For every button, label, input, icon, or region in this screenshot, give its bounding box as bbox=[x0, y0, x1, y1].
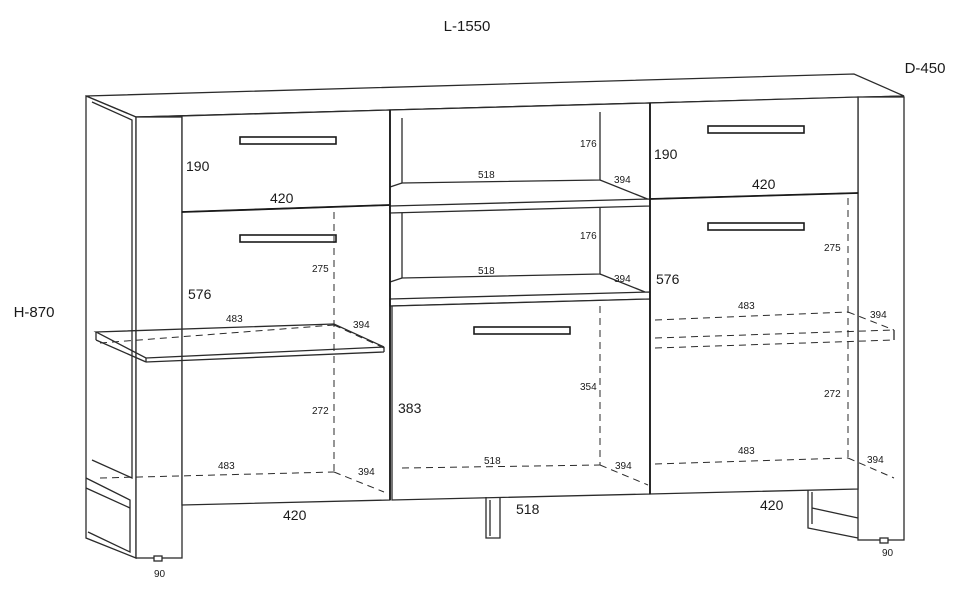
right-shelf-depth: 394 bbox=[870, 310, 887, 321]
left-shelf-depth: 394 bbox=[353, 320, 370, 331]
left-base-width: 420 bbox=[283, 507, 307, 523]
left-leg-size: 90 bbox=[154, 569, 166, 580]
center-door-height: 383 bbox=[398, 400, 422, 416]
left-upper-gap: 275 bbox=[312, 264, 329, 275]
left-module bbox=[93, 109, 391, 506]
left-side-panel bbox=[85, 95, 183, 562]
center-mid-gap: 176 bbox=[580, 231, 597, 242]
center-mid-width: 518 bbox=[478, 266, 495, 277]
right-bottom-width: 483 bbox=[738, 446, 755, 457]
right-drawer-height: 190 bbox=[654, 146, 678, 162]
left-lower-gap: 272 bbox=[312, 406, 329, 417]
depth-label: D-450 bbox=[905, 60, 946, 77]
center-module bbox=[389, 102, 651, 539]
center-door-handle bbox=[473, 326, 571, 335]
left-door-handle bbox=[239, 234, 337, 243]
length-label: L-1550 bbox=[444, 18, 491, 35]
left-door-height: 576 bbox=[188, 286, 212, 302]
center-bottom-depth: 394 bbox=[615, 461, 632, 472]
left-bottom-depth: 394 bbox=[358, 467, 375, 478]
left-drawer-height: 190 bbox=[186, 158, 210, 174]
center-door-inner: 354 bbox=[580, 382, 597, 393]
left-shelf-width: 483 bbox=[226, 314, 243, 325]
right-door-handle bbox=[707, 222, 805, 231]
right-base-width: 420 bbox=[760, 497, 784, 513]
right-door-height: 576 bbox=[656, 271, 680, 287]
center-bottom-width: 518 bbox=[484, 456, 501, 467]
right-shelf-width: 483 bbox=[738, 301, 755, 312]
center-top-width: 518 bbox=[478, 170, 495, 181]
right-drawer-width: 420 bbox=[752, 176, 776, 192]
right-leg-size: 90 bbox=[882, 548, 894, 559]
right-upper-gap: 275 bbox=[824, 243, 841, 254]
center-top-gap: 176 bbox=[580, 139, 597, 150]
right-lower-gap: 272 bbox=[824, 389, 841, 400]
right-module bbox=[649, 96, 895, 495]
left-drawer-handle bbox=[239, 136, 337, 145]
center-top-depth: 394 bbox=[614, 175, 631, 186]
right-drawer-handle bbox=[707, 125, 805, 134]
left-drawer-width: 420 bbox=[270, 190, 294, 206]
right-bottom-depth: 394 bbox=[867, 455, 884, 466]
height-label: H-870 bbox=[14, 304, 55, 321]
center-base-width: 518 bbox=[516, 501, 540, 517]
left-bottom-width: 483 bbox=[218, 461, 235, 472]
center-mid-depth: 394 bbox=[614, 274, 631, 285]
